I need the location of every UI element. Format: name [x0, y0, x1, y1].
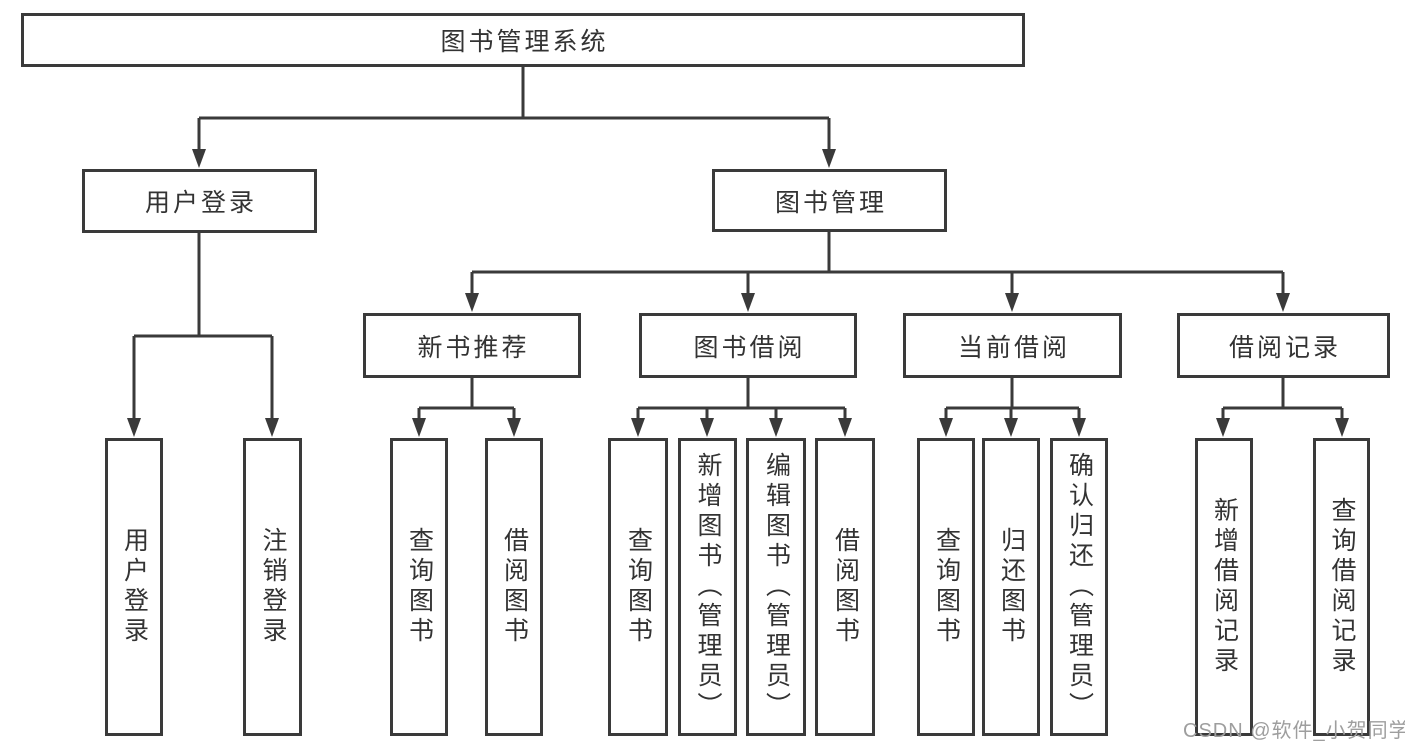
arrowhead — [412, 418, 426, 437]
leaf-confirm-return-admin: 确认归还（管理员） — [1050, 438, 1108, 736]
arrowhead — [265, 418, 279, 437]
node-label: 编辑图书（管理员） — [762, 452, 791, 722]
node-book-borrow: 图书借阅 — [639, 313, 857, 378]
arrowhead — [1276, 293, 1290, 312]
leaf-add-borrow-record: 新增借阅记录 — [1195, 438, 1253, 736]
arrowhead — [769, 418, 783, 437]
node-label: 确认归还（管理员） — [1065, 452, 1094, 722]
arrowhead — [1005, 293, 1019, 312]
arrowhead — [1216, 418, 1230, 437]
node-label: 用户登录 — [120, 527, 149, 647]
arrowhead — [465, 293, 479, 312]
arrowhead — [631, 418, 645, 437]
arrowhead — [700, 418, 714, 437]
arrowhead — [939, 418, 953, 437]
arrowhead — [741, 293, 755, 312]
arrowhead — [1072, 418, 1086, 437]
node-label: 图书管理系统 — [440, 28, 609, 56]
node-label: 新增图书（管理员） — [694, 452, 722, 722]
node-label: 新增借阅记录 — [1210, 497, 1239, 677]
arrowhead — [838, 418, 852, 437]
node-new-book-recommend: 新书推荐 — [363, 313, 581, 378]
node-book-management: 图书管理 — [712, 169, 947, 232]
arrowhead — [1004, 418, 1018, 437]
leaf-edit-book-admin: 编辑图书（管理员） — [746, 438, 806, 736]
leaf-add-book-admin: 新增图书（管理员） — [678, 438, 737, 736]
node-user-login: 用户登录 — [82, 169, 317, 233]
connector-path — [132, 67, 1344, 419]
node-label: 注销登录 — [259, 527, 287, 647]
node-label: 归还图书 — [997, 527, 1026, 647]
node-label: 图书借阅 — [693, 333, 806, 362]
leaf-borrow-book: 借阅图书 — [815, 438, 875, 736]
leaf-return-book: 归还图书 — [982, 438, 1040, 736]
node-label: 查询图书 — [624, 527, 653, 647]
arrowhead — [1335, 418, 1349, 437]
node-label: 用户登录 — [144, 189, 257, 217]
node-label: 当前借阅 — [957, 333, 1070, 362]
arrowhead — [507, 418, 521, 437]
node-label: 借阅记录 — [1228, 333, 1341, 362]
node-current-borrow: 当前借阅 — [903, 313, 1122, 378]
node-label: 查询图书 — [932, 527, 961, 647]
leaf-logout: 注销登录 — [243, 438, 302, 736]
node-label: 图书管理 — [774, 188, 887, 217]
leaf-borrow-books-recommend: 借阅图书 — [485, 438, 543, 736]
node-label: 借阅图书 — [831, 527, 860, 647]
node-label: 借阅图书 — [500, 527, 529, 647]
node-label: 查询借阅记录 — [1328, 497, 1356, 677]
node-borrow-records: 借阅记录 — [1177, 313, 1390, 378]
leaf-query-books-borrow: 查询图书 — [608, 438, 668, 736]
node-library-management-system: 图书管理系统 — [21, 13, 1025, 67]
leaf-user-login: 用户登录 — [105, 438, 163, 736]
leaf-query-borrow-record: 查询借阅记录 — [1313, 438, 1370, 736]
leaf-query-books-recommend: 查询图书 — [390, 438, 448, 736]
arrowhead — [127, 418, 141, 437]
watermark: CSDN @软件_小贺同学 — [1183, 720, 1405, 742]
node-label: 新书推荐 — [417, 333, 530, 362]
arrowhead — [192, 149, 206, 168]
arrowhead — [822, 149, 836, 168]
node-label: 查询图书 — [405, 527, 434, 647]
leaf-query-books-current: 查询图书 — [917, 438, 975, 736]
